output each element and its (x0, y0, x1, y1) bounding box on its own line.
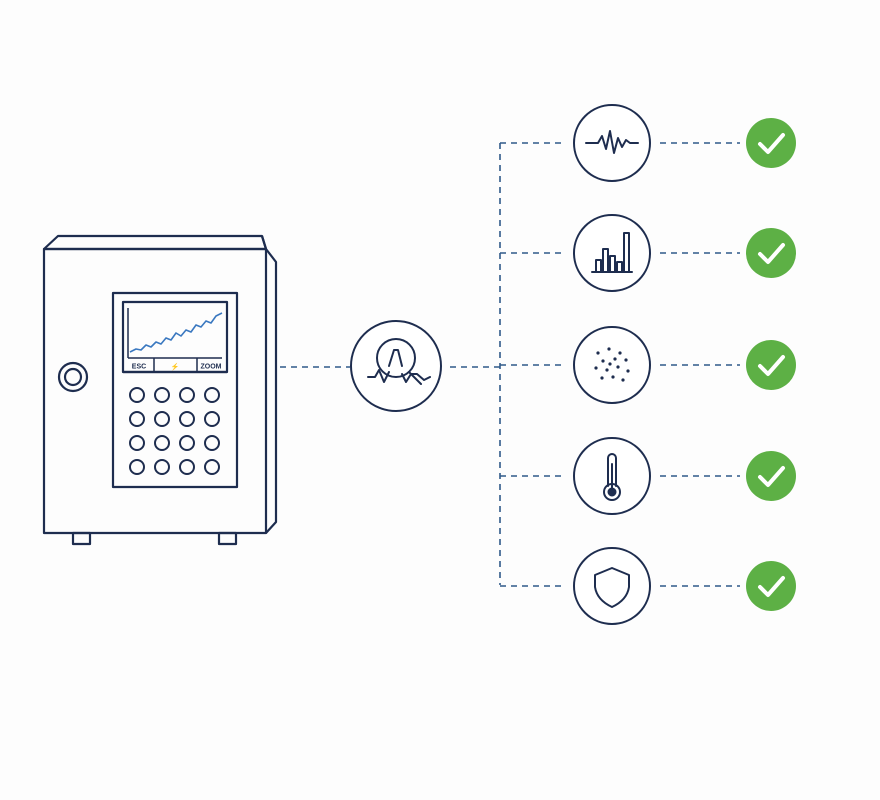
bar-chart-icon[interactable] (573, 214, 651, 292)
check-icon (746, 118, 796, 168)
keypad-key[interactable] (179, 459, 195, 475)
keypad (129, 387, 220, 475)
keypad-key[interactable] (154, 435, 170, 451)
cabinet-foot-right (217, 531, 238, 546)
cabinet-side (265, 248, 278, 534)
check-icon (746, 561, 796, 611)
keypad-key[interactable] (129, 387, 145, 403)
keypad-key[interactable] (179, 411, 195, 427)
keypad-key[interactable] (154, 387, 170, 403)
connector-lines (280, 142, 740, 587)
cabinet-front (42, 247, 268, 535)
keypad-key[interactable] (204, 459, 220, 475)
thermometer-icon[interactable] (573, 437, 651, 515)
cabinet-top (42, 234, 268, 251)
particles-icon[interactable] (573, 326, 651, 404)
controller-cabinet (42, 234, 278, 546)
keypad-key[interactable] (179, 387, 195, 403)
keypad-key[interactable] (204, 387, 220, 403)
shield-icon[interactable] (573, 547, 651, 625)
cabinet-foot-left (71, 531, 92, 546)
device-screen (121, 300, 229, 374)
check-icon (746, 340, 796, 390)
cabinet-edge (260, 235, 268, 250)
check-icon (746, 228, 796, 278)
keypad-key[interactable] (129, 411, 145, 427)
knob-icon[interactable] (57, 361, 89, 393)
keypad-key[interactable] (179, 435, 195, 451)
keypad-key[interactable] (154, 411, 170, 427)
control-panel (111, 291, 239, 489)
screen-button-zoom[interactable]: ZOOM (201, 364, 222, 371)
keypad-key[interactable] (204, 411, 220, 427)
keypad-key[interactable] (129, 459, 145, 475)
signal-analysis-icon[interactable] (350, 320, 442, 412)
screen-button-esc[interactable]: ESC (132, 364, 146, 371)
keypad-key[interactable] (204, 435, 220, 451)
monitor-column (573, 104, 796, 625)
screen-trend-line (129, 312, 223, 353)
lightning-icon[interactable]: ⚡ (171, 362, 180, 371)
waveform-icon[interactable] (573, 104, 651, 182)
keypad-key[interactable] (154, 459, 170, 475)
keypad-key[interactable] (129, 435, 145, 451)
check-icon (746, 451, 796, 501)
